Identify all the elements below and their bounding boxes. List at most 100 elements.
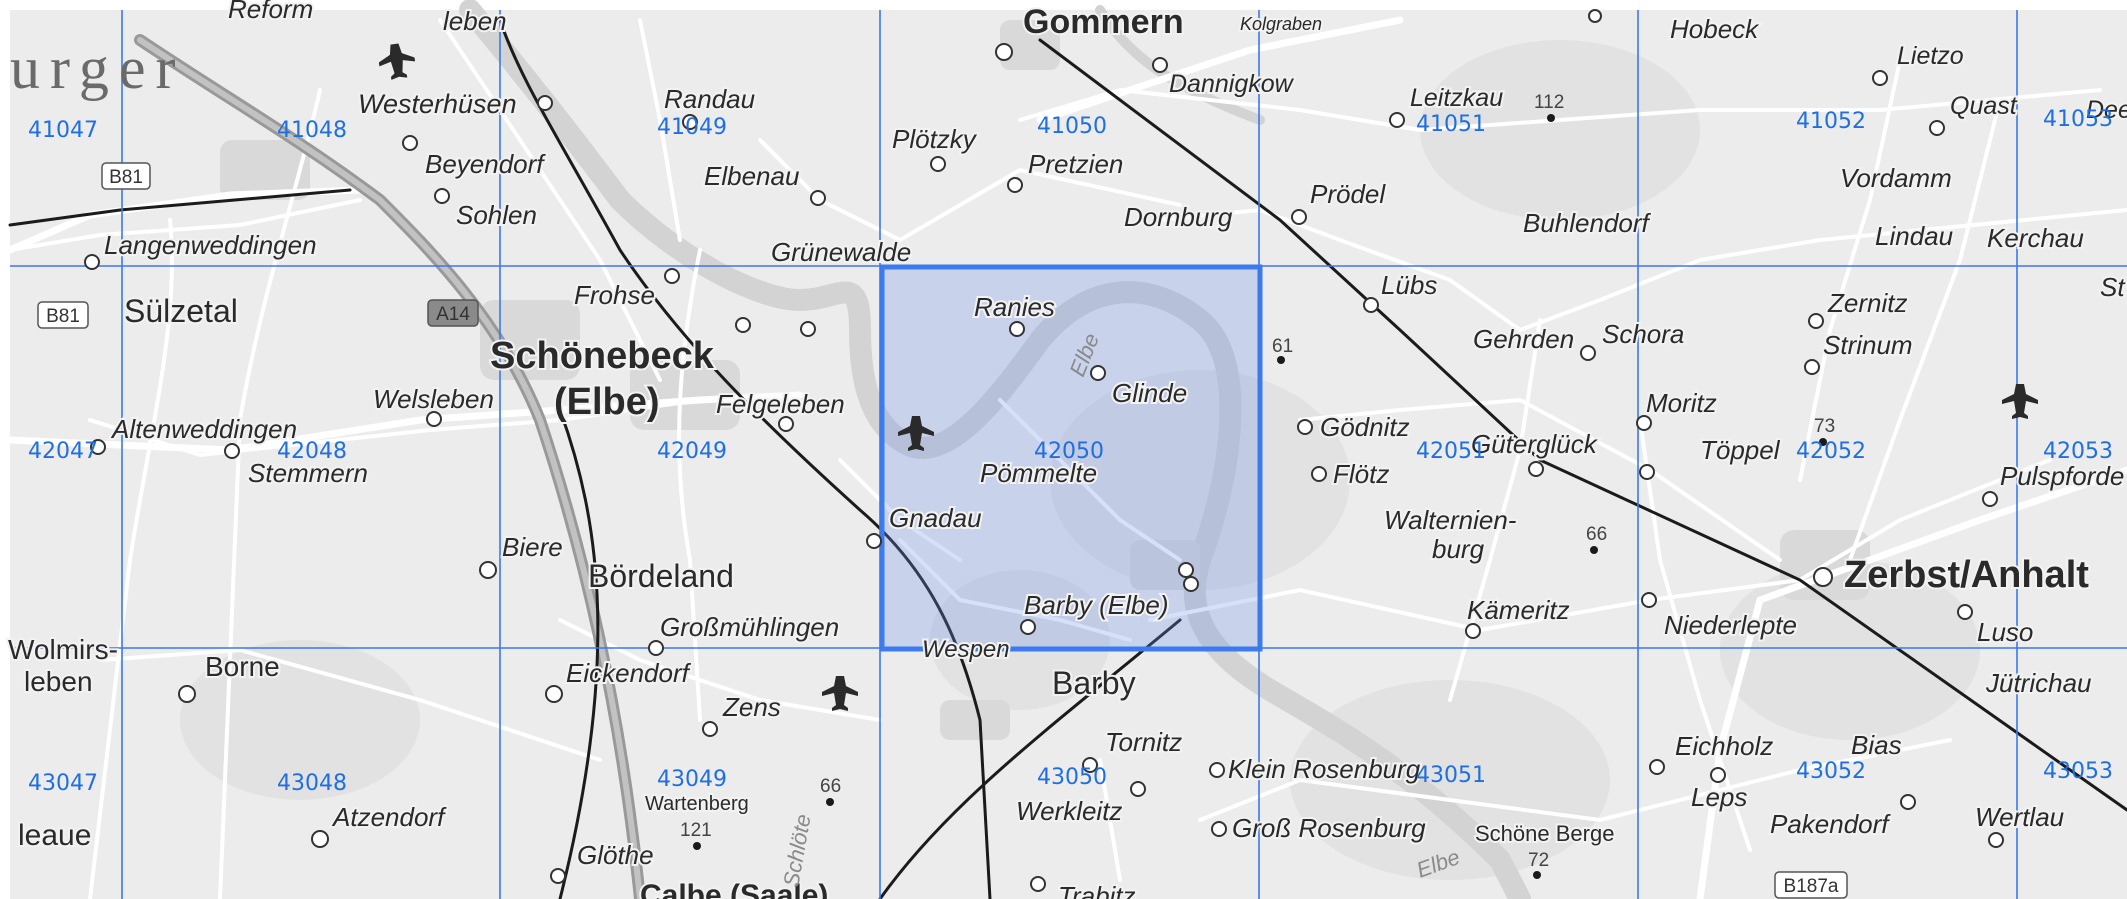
grid-cell-label[interactable]: 41048 (277, 118, 347, 143)
grid-cell-label[interactable]: 42051 (1416, 439, 1486, 464)
place-label[interactable]: Felgeleben (714, 387, 847, 421)
place-label[interactable]: Dannigkow (1167, 68, 1297, 100)
place-label[interactable]: Strinum (1821, 328, 1915, 362)
place-label[interactable]: Glinde (1110, 376, 1189, 410)
place-label[interactable]: Buhlendorf (1521, 206, 1654, 240)
place-label[interactable]: Dornburg (1122, 200, 1235, 234)
place-label[interactable]: Deet (2084, 94, 2127, 126)
place-label[interactable]: Altenweddingen (108, 412, 299, 446)
place-label[interactable]: Leitzkau (1408, 82, 1505, 114)
place-label[interactable]: Güterglück (1469, 427, 1601, 461)
grid-cell-label[interactable]: 43051 (1416, 763, 1486, 788)
place-label[interactable]: Schönebeck (488, 333, 717, 379)
place-label[interactable]: Zerbst/Anhalt (1842, 552, 2091, 598)
grid-cell-label[interactable]: 43048 (277, 771, 347, 796)
selected-grid-cell[interactable] (879, 264, 1263, 652)
grid-cell-label[interactable]: 42052 (1796, 439, 1866, 464)
grid-cell-label[interactable]: 42049 (657, 439, 727, 464)
place-label[interactable]: Reform (226, 0, 315, 26)
place-label[interactable]: Flötz (1331, 457, 1391, 491)
place-label[interactable]: Luso (1975, 615, 2035, 649)
place-label[interactable]: Gommern (1021, 1, 1186, 43)
grid-cell-label[interactable]: 41047 (28, 118, 98, 143)
grid-cell-label[interactable]: 41052 (1796, 109, 1866, 134)
place-label[interactable]: Schora (1600, 317, 1686, 351)
place-label[interactable]: Tornitz (1103, 725, 1184, 759)
place-label[interactable]: Wolmirs- (6, 632, 120, 667)
place-label[interactable]: Gödnitz (1318, 410, 1412, 444)
place-label[interactable]: Quast (1948, 90, 2020, 122)
place-label[interactable]: Glöthe (575, 838, 656, 872)
grid-cell-label[interactable]: 41049 (657, 115, 727, 140)
place-label[interactable]: (Elbe) (552, 379, 662, 425)
place-label[interactable]: Eichholz (1673, 729, 1775, 763)
place-label[interactable]: leben (441, 4, 509, 38)
place-label[interactable]: Pakendorf (1768, 807, 1893, 841)
grid-cell-label[interactable]: 43052 (1796, 759, 1866, 784)
place-label[interactable]: Frohse (572, 278, 657, 312)
place-label[interactable]: Grünewalde (769, 235, 913, 269)
grid-cell-label[interactable]: 42048 (277, 439, 347, 464)
place-label[interactable]: Randau (662, 82, 757, 116)
place-label[interactable]: Schöne Berge (1473, 819, 1616, 848)
place-label[interactable]: Biere (500, 530, 565, 564)
place-label[interactable]: Gehrden (1471, 322, 1576, 356)
place-label[interactable]: Kerchau (1985, 221, 2086, 255)
place-label[interactable]: Gnadau (887, 501, 984, 535)
grid-cell-label[interactable]: 43050 (1037, 765, 1107, 790)
place-label[interactable]: Sülzetal (122, 291, 240, 331)
grid-cell-label[interactable]: 41050 (1037, 114, 1107, 139)
place-label[interactable]: St (2098, 270, 2127, 304)
grid-cell-label[interactable]: 43053 (2043, 759, 2113, 784)
place-label[interactable]: Stemmern (246, 456, 370, 490)
place-label[interactable]: Lindau (1873, 219, 1955, 253)
grid-cell-label[interactable]: 42053 (2043, 439, 2113, 464)
place-label[interactable]: Lübs (1379, 268, 1439, 302)
place-label[interactable]: Kolgraben (1238, 12, 1324, 36)
place-label[interactable]: Pulspforde (1998, 459, 2126, 493)
place-label[interactable]: Moritz (1644, 386, 1719, 420)
place-label[interactable]: Trabitz (1056, 879, 1138, 899)
grid-cell-label[interactable]: 41053 (2043, 107, 2113, 132)
place-label[interactable]: Groß Rosenburg (1230, 811, 1428, 845)
place-label[interactable]: Hobeck (1668, 12, 1762, 46)
place-label[interactable]: Welsleben (371, 382, 496, 416)
place-label[interactable]: Großmühlingen (658, 610, 841, 644)
place-label[interactable]: Elbenau (702, 159, 801, 193)
place-label[interactable]: Prödel (1308, 177, 1388, 211)
place-label[interactable]: Plötzky (890, 122, 980, 156)
place-label[interactable]: Klein Rosenburg (1226, 752, 1423, 786)
place-label[interactable]: Wertlau (1973, 800, 2066, 834)
place-label[interactable]: leben (22, 664, 95, 699)
place-label[interactable]: Borne (203, 649, 282, 684)
place-label[interactable]: Westerhüsen (356, 87, 519, 121)
place-label[interactable]: Sohlen (454, 198, 539, 232)
grid-cell-label[interactable]: 43049 (657, 767, 727, 792)
place-label[interactable]: Barby (1050, 663, 1138, 703)
grid-cell-label[interactable]: 42050 (1034, 439, 1104, 464)
place-label[interactable]: Vordamm (1838, 161, 1954, 195)
place-label[interactable]: Zens (720, 690, 783, 724)
place-label[interactable]: Leps (1689, 780, 1749, 814)
place-label[interactable]: Barby (Elbe) (1022, 588, 1171, 622)
place-label[interactable]: Pretzien (1026, 147, 1125, 181)
place-label[interactable]: Wespen (920, 634, 1012, 665)
grid-cell-label[interactable]: 43047 (28, 771, 98, 796)
place-label[interactable]: Zernitz (1825, 286, 1909, 320)
grid-cell-label[interactable]: 41051 (1416, 112, 1486, 137)
place-label[interactable]: Ranies (972, 290, 1057, 324)
place-label[interactable]: Atzendorf (329, 800, 449, 834)
place-label[interactable]: Bias (1849, 728, 1904, 762)
place-label[interactable]: leaue (16, 817, 93, 854)
place-label[interactable]: Lietzo (1895, 40, 1966, 72)
place-label[interactable]: burg (1430, 532, 1487, 566)
grid-cell-label[interactable]: 42047 (28, 439, 98, 464)
place-label[interactable]: Wartenberg (643, 791, 751, 817)
place-label[interactable]: Bördeland (586, 556, 736, 596)
place-label[interactable]: Calbe (Saale) (638, 877, 830, 899)
place-label[interactable]: Pömmelte (978, 456, 1099, 490)
place-label[interactable]: Beyendorf (423, 147, 548, 181)
place-label[interactable]: Jütrichau (1983, 666, 2094, 700)
